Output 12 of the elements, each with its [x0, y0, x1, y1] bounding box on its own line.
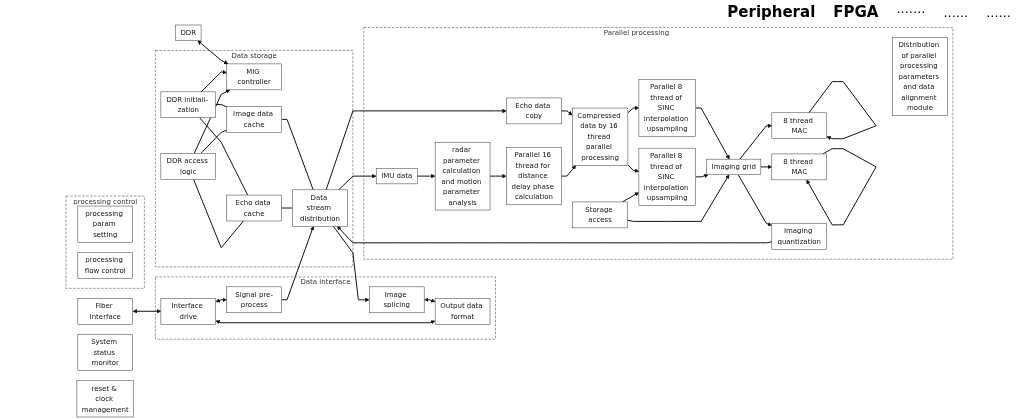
connector: [199, 117, 249, 196]
note-label: ......: [943, 4, 969, 20]
note-label: ......: [986, 4, 1011, 20]
connector: [200, 129, 228, 154]
note-label: FPGA: [833, 3, 879, 21]
arrow: [627, 164, 640, 173]
note-label: Peripheral: [727, 3, 816, 21]
connector: [281, 118, 314, 191]
connector: [215, 103, 228, 108]
arrow: [806, 148, 877, 226]
note-label: ·······: [896, 4, 926, 20]
connector: [193, 178, 244, 249]
